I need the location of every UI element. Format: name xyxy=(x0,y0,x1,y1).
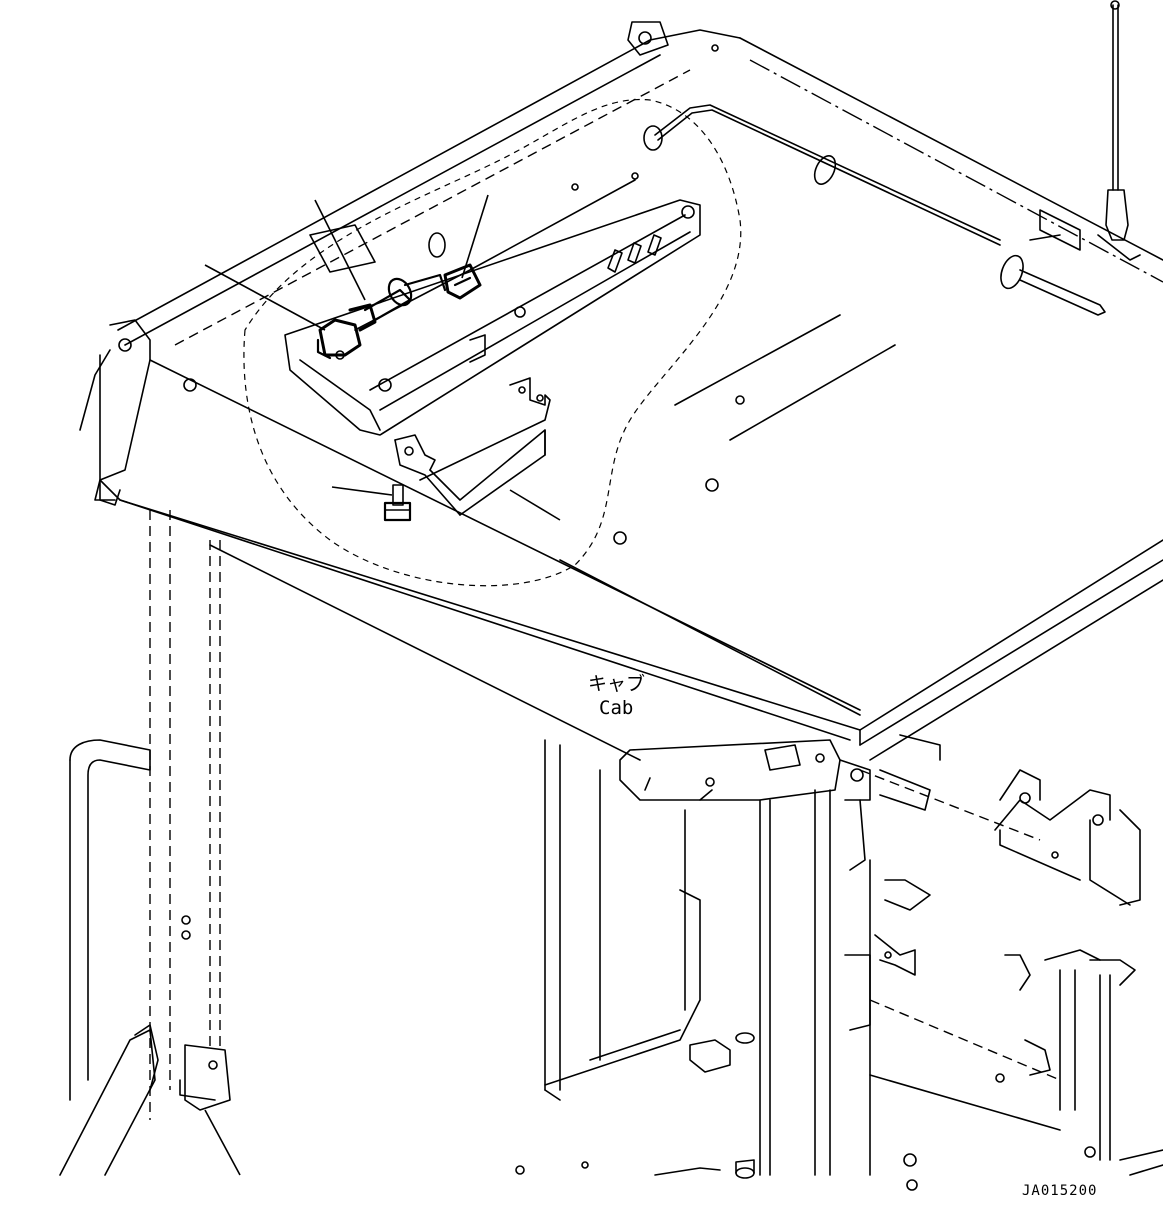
roof-cable xyxy=(643,104,1001,246)
wiring-harness xyxy=(316,232,482,360)
cover-bracket xyxy=(394,377,551,516)
rear-hooks xyxy=(627,21,719,56)
roof-holes xyxy=(613,395,745,545)
leader-lines xyxy=(204,194,561,1176)
drawing-code: JA015200 xyxy=(1022,1183,1097,1199)
mounting-rail xyxy=(284,172,701,436)
cab-label-en: Cab xyxy=(599,697,633,719)
cab-frame xyxy=(59,510,1163,1191)
cab-label-jp: キャブ xyxy=(588,672,645,695)
antenna xyxy=(1000,0,1141,316)
roof-outline xyxy=(99,29,1163,761)
bolt xyxy=(383,484,412,522)
annotations: キャブ Cab JA015200 xyxy=(588,672,1097,1199)
left-corner-bracket xyxy=(79,319,197,506)
harness-tag xyxy=(309,224,376,273)
